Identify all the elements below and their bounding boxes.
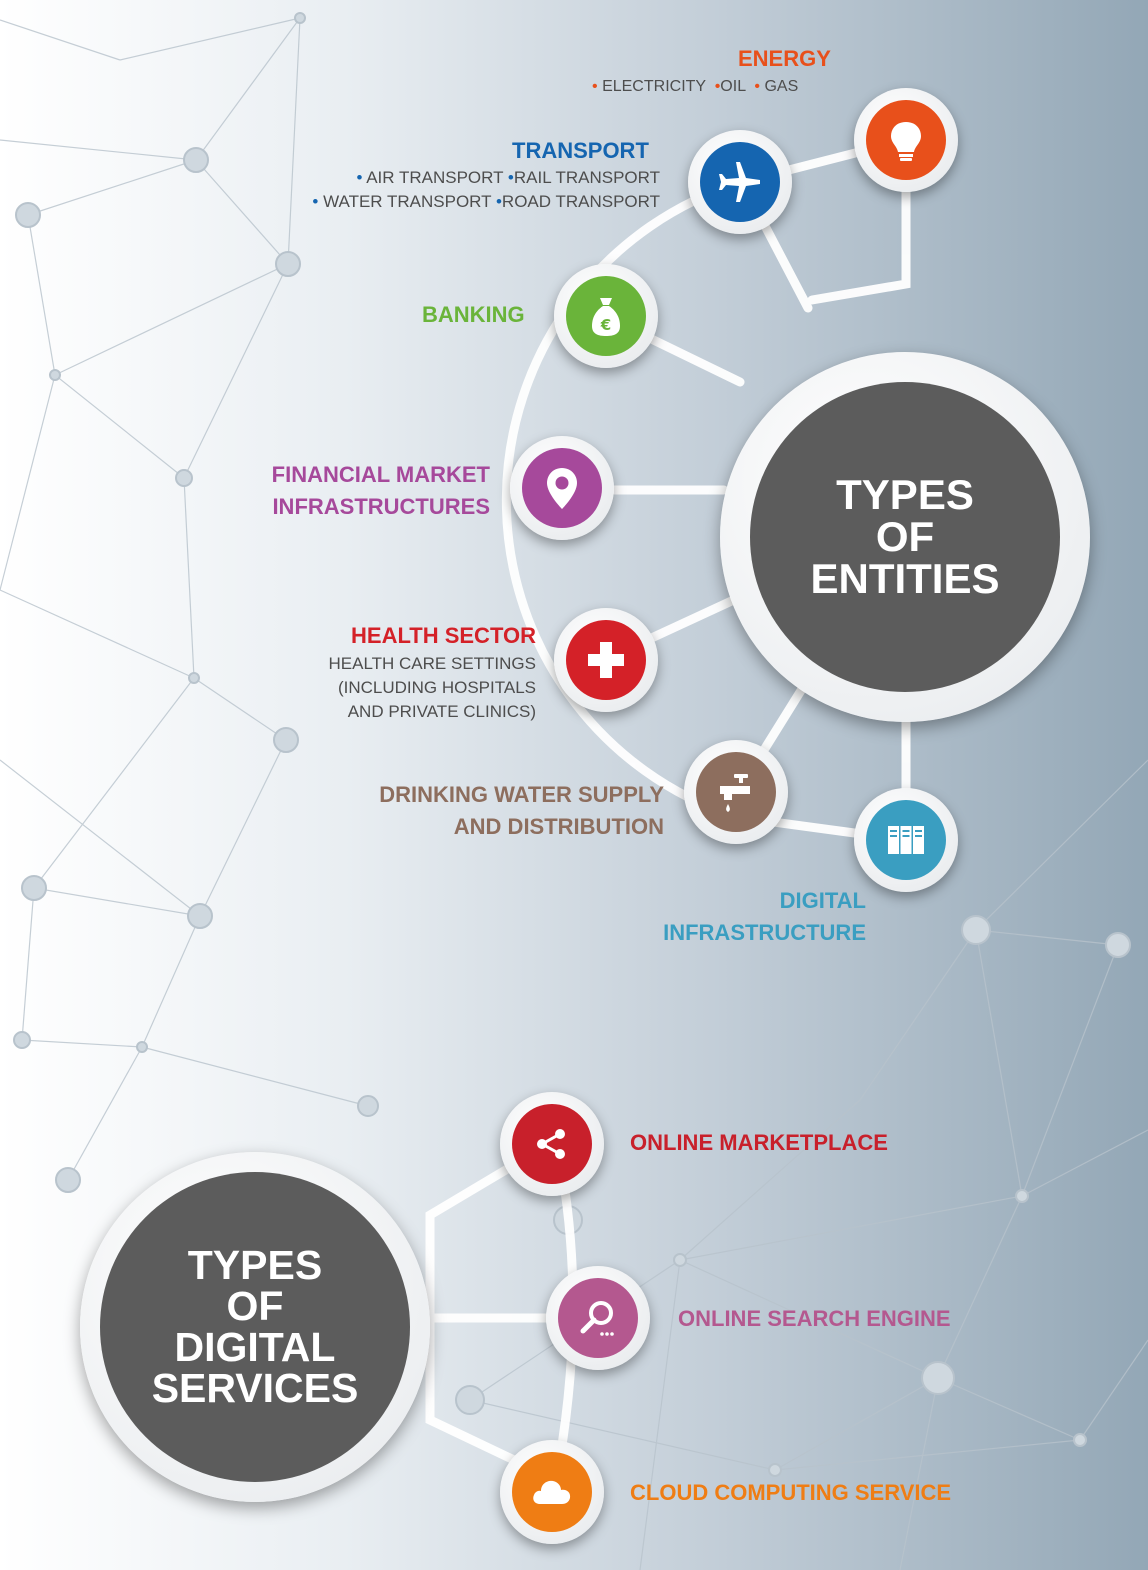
airplane-icon [719, 162, 760, 202]
cloud-icon [533, 1480, 571, 1504]
digital-infra-node [854, 788, 958, 892]
marketplace-label: ONLINE MARKETPLACE [630, 1130, 888, 1155]
marketplace-icon-circle [512, 1104, 592, 1184]
energy-item-gas: GAS [764, 78, 799, 95]
digital-infra-icon-circle [866, 800, 946, 880]
transport-item-rail: RAIL TRANSPORT [513, 168, 660, 187]
search-icon-circle [558, 1278, 638, 1358]
entities-hub-title: TYPES OF ENTITIES [750, 382, 1060, 692]
health-label: HEALTH SECTOR [351, 623, 536, 648]
transport-item-water: WATER TRANSPORT [323, 192, 492, 211]
entities-hub: TYPES OF ENTITIES [720, 352, 1090, 722]
water-icon-circle [696, 752, 776, 832]
digital-infra-label-line2: INFRASTRUCTURE [663, 920, 866, 945]
financial-node [510, 436, 614, 540]
transport-icon-circle [700, 142, 780, 222]
financial-icon-circle [522, 448, 602, 528]
energy-items: • ELECTRICITY •OIL • GAS [592, 78, 799, 95]
transport-items-row1: • AIR TRANSPORT •RAIL TRANSPORT [356, 168, 660, 187]
transport-items-row2: • WATER TRANSPORT •ROAD TRANSPORT [312, 192, 660, 211]
financial-label-line2: INFRASTRUCTURES [272, 494, 490, 519]
search-label: ONLINE SEARCH ENGINE [678, 1306, 951, 1331]
banking-label: BANKING [422, 302, 525, 327]
marketplace-node [500, 1092, 604, 1196]
energy-item-oil: OIL [720, 78, 746, 95]
health-node [554, 608, 658, 712]
cloud-label: CLOUD COMPUTING SERVICE [630, 1480, 952, 1505]
lightbulb-icon [891, 122, 921, 161]
banking-node: € [554, 264, 658, 368]
water-label-line1: DRINKING WATER SUPPLY [379, 782, 664, 807]
energy-icon-circle [866, 100, 946, 180]
transport-item-road: ROAD TRANSPORT [501, 192, 660, 211]
banking-icon-circle: € [566, 276, 646, 356]
magnifier-icon [580, 1301, 614, 1336]
water-tap-icon [720, 774, 750, 812]
search-node [546, 1266, 650, 1370]
map-pin-icon [547, 468, 577, 509]
health-sub-line3: AND PRIVATE CLINICS) [347, 702, 536, 721]
health-sub-line1: HEALTH CARE SETTINGS [328, 654, 537, 673]
medical-cross-icon [588, 642, 624, 678]
server-icon [888, 826, 924, 854]
water-node [684, 740, 788, 844]
digital-services-hub-title: TYPES OF DIGITAL SERVICES [100, 1172, 410, 1482]
svg-text:€: € [600, 316, 611, 334]
digital-infra-label-line1: DIGITAL [779, 888, 866, 913]
transport-item-air: AIR TRANSPORT [366, 168, 504, 187]
share-icon [537, 1129, 565, 1159]
health-sub-line2: (INCLUDING HOSPITALS [337, 678, 536, 697]
money-bag-euro-icon: € [592, 298, 620, 336]
cloud-icon-circle [512, 1452, 592, 1532]
energy-node [854, 88, 958, 192]
health-icon-circle [566, 620, 646, 700]
transport-label: TRANSPORT [512, 138, 649, 163]
transport-node [688, 130, 792, 234]
energy-label: ENERGY [738, 46, 831, 71]
digital-services-hub: TYPES OF DIGITAL SERVICES [80, 1152, 430, 1502]
energy-item-electricity: ELECTRICITY [602, 78, 706, 95]
financial-label-line1: FINANCIAL MARKET [271, 462, 490, 487]
water-label-line2: AND DISTRIBUTION [453, 814, 664, 839]
cloud-node [500, 1440, 604, 1544]
